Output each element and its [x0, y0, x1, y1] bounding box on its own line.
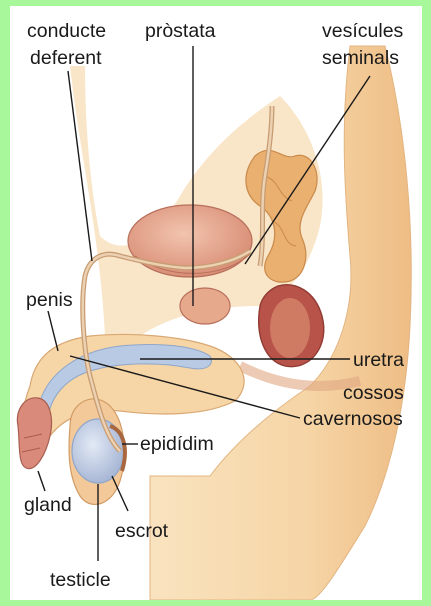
prostate-shape	[180, 288, 230, 324]
diagram-frame: conducte deferent pròstata vesícules sem…	[10, 6, 422, 600]
leader-penis	[48, 311, 58, 351]
label-escrot: escrot	[115, 520, 169, 542]
label-epididim: epidídim	[140, 433, 214, 455]
label-cossos: cossos	[343, 382, 404, 404]
glans-shape	[17, 398, 51, 469]
label-seminals: seminals	[322, 47, 399, 69]
label-uretra: uretra	[353, 349, 404, 371]
label-vesicules: vesícules	[322, 20, 404, 42]
label-cavernosos: cavernosos	[303, 408, 403, 430]
anatomy-diagram: conducte deferent pròstata vesícules sem…	[10, 6, 422, 600]
label-testicle: testicle	[50, 569, 111, 591]
label-penis: penis	[26, 289, 73, 311]
label-gland: gland	[24, 494, 72, 516]
leader-gland	[38, 471, 45, 491]
label-prostata: pròstata	[145, 20, 216, 42]
label-conducte: conducte	[27, 20, 106, 42]
label-deferent: deferent	[30, 47, 102, 69]
